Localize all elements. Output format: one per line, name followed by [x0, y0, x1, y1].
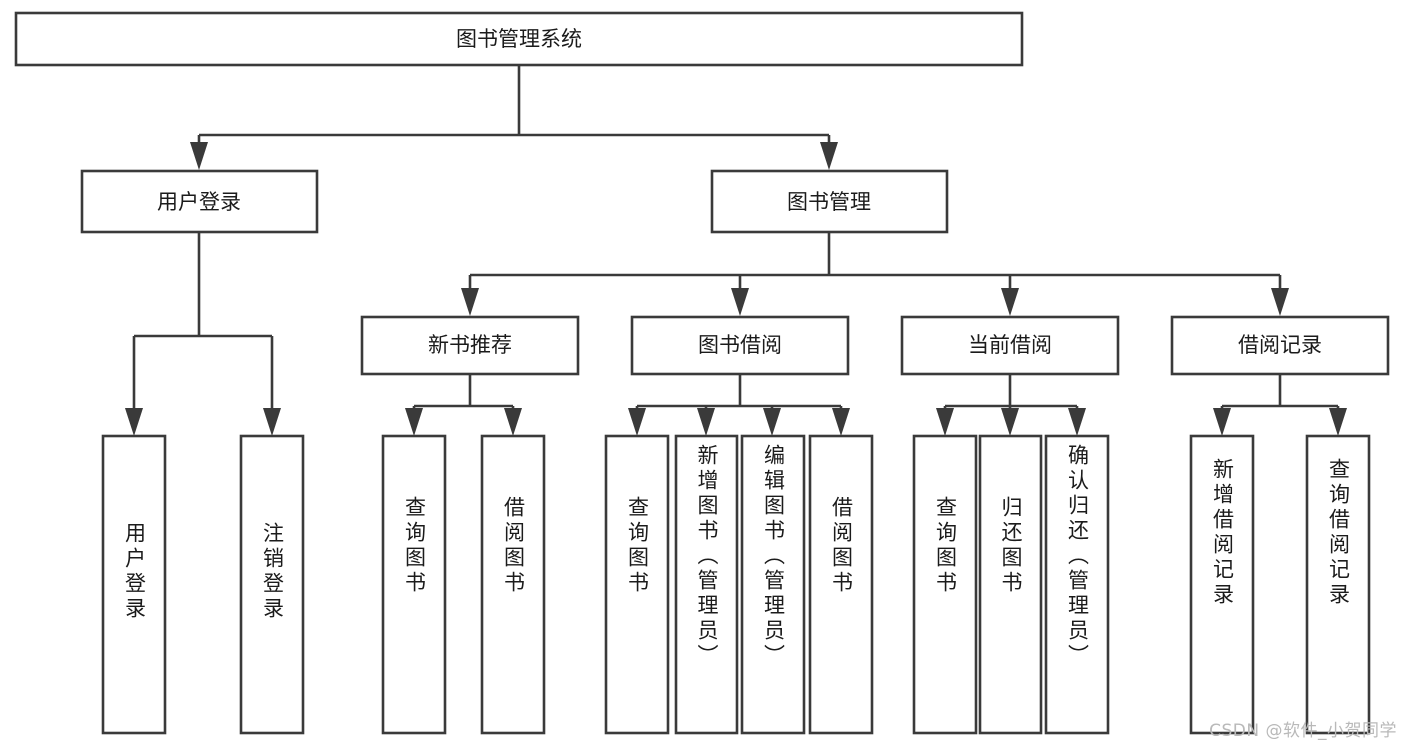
arrow-root-to-bookmgmt: [820, 142, 838, 170]
node-current-borrow-label: 当前借阅: [968, 333, 1052, 357]
node-book-management[interactable]: 图书管理: [710, 169, 949, 234]
node-borrow-record[interactable]: 借阅记录: [1170, 315, 1390, 376]
arrow-record-to-leaf2: [1329, 408, 1347, 436]
arrow-borrow-to-leaf1: [628, 408, 646, 436]
arrow-bookmgmt-to-newbook: [461, 288, 479, 316]
node-borrow-record-label: 借阅记录: [1238, 333, 1322, 357]
leaf-box-borrow-book-1[interactable]: [480, 434, 546, 735]
leaf-box-query-borrow-record[interactable]: [1305, 434, 1371, 735]
node-root-system-label: 图书管理系统: [456, 27, 582, 51]
arrow-current-to-leaf1: [936, 408, 954, 436]
leaf-box-query-book-1[interactable]: [381, 434, 447, 735]
node-book-management-label: 图书管理: [787, 190, 871, 214]
node-new-book-recommend-box[interactable]: [360, 315, 580, 376]
arrow-bookmgmt-to-current: [1001, 288, 1019, 316]
arrow-bookmgmt-to-borrow: [731, 288, 749, 316]
node-user-login-label: 用户登录: [157, 190, 241, 214]
node-borrow-record-box[interactable]: [1170, 315, 1390, 376]
node-book-borrow-label: 图书借阅: [698, 333, 782, 357]
node-book-borrow-box[interactable]: [630, 315, 850, 376]
node-new-book-recommend-label: 新书推荐: [428, 333, 512, 357]
node-book-management-box[interactable]: [710, 169, 949, 234]
arrow-login-to-leaf2: [263, 408, 281, 436]
leaf-box-add-book-admin[interactable]: [674, 434, 739, 735]
arrow-bookmgmt-to-record: [1271, 288, 1289, 316]
leaf-box-borrow-book-2[interactable]: [808, 434, 874, 735]
node-root-system-box[interactable]: [14, 11, 1024, 67]
leaf-box-confirm-return-admin[interactable]: [1044, 434, 1110, 735]
arrow-current-to-leaf3: [1068, 408, 1086, 436]
arrow-borrow-to-leaf4: [832, 408, 850, 436]
arrow-login-to-leaf1: [125, 408, 143, 436]
node-new-book-recommend[interactable]: 新书推荐: [360, 315, 580, 376]
arrow-borrow-to-leaf3: [763, 408, 781, 436]
leaf-box-query-book-2[interactable]: [604, 434, 670, 735]
leaf-box-edit-book-admin[interactable]: [740, 434, 806, 735]
leaf-box-logout[interactable]: [239, 434, 305, 735]
arrow-current-to-leaf2: [1001, 408, 1019, 436]
leaf-box-add-borrow-record[interactable]: [1189, 434, 1255, 735]
node-book-borrow[interactable]: 图书借阅: [630, 315, 850, 376]
node-current-borrow-box[interactable]: [900, 315, 1120, 376]
csdn-watermark: CSDN @软件_小贺同学: [1209, 721, 1397, 741]
node-current-borrow[interactable]: 当前借阅: [900, 315, 1120, 376]
leaf-box-query-book-3[interactable]: [912, 434, 978, 735]
arrow-borrow-to-leaf2: [697, 408, 715, 436]
arrow-newbook-to-leaf1: [405, 408, 423, 436]
arrow-root-to-login: [190, 142, 208, 170]
node-root-system[interactable]: 图书管理系统: [14, 11, 1024, 67]
arrow-newbook-to-leaf2: [504, 408, 522, 436]
arrow-record-to-leaf1: [1213, 408, 1231, 436]
node-user-login[interactable]: 用户登录: [80, 169, 319, 234]
leaf-box-return-book[interactable]: [978, 434, 1043, 735]
leaf-box-user-login[interactable]: [101, 434, 167, 735]
